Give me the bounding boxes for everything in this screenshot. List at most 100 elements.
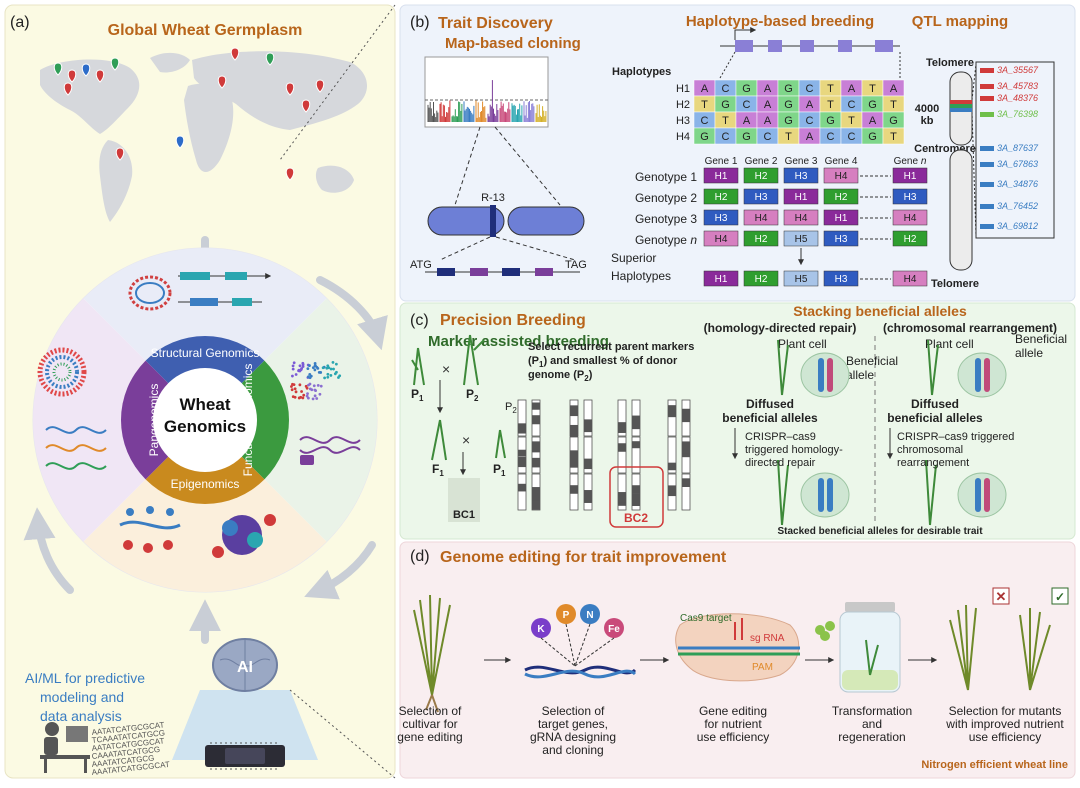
gene-header: Gene 4 bbox=[825, 156, 858, 167]
scatter-point bbox=[293, 387, 297, 391]
qtl-marker-label: 3A_67863 bbox=[997, 159, 1038, 169]
functional-scatter-plot bbox=[290, 360, 342, 401]
donor-segment bbox=[632, 493, 640, 506]
genotype-hap-cell bbox=[703, 209, 739, 226]
telomere-top: Telomere bbox=[926, 57, 974, 69]
map-pin-icon bbox=[53, 62, 63, 76]
reject-icon: ✕ bbox=[996, 589, 1007, 604]
reject-box bbox=[992, 587, 1010, 605]
genotype-hap-label: H3 bbox=[904, 192, 917, 203]
map-pin-icon bbox=[63, 82, 73, 96]
scatter-point bbox=[302, 393, 306, 397]
scatter-point bbox=[315, 397, 319, 400]
haplotype-breeding-title: Haplotype-based breeding bbox=[686, 13, 874, 30]
sector-epigenomics: Epigenomics bbox=[171, 477, 240, 491]
chromosome-bar bbox=[531, 436, 541, 474]
haplotype-name: H3 bbox=[676, 115, 690, 127]
select-text-line2: (P1) and smallest % of donor bbox=[528, 355, 678, 369]
nutrient-k: K bbox=[537, 624, 545, 635]
superior-hap-label: H3 bbox=[835, 274, 848, 285]
beneficial-crr-1: Beneficial bbox=[1015, 332, 1067, 346]
person-computer-icon bbox=[40, 722, 90, 773]
qtl-marker-label: 3A_76452 bbox=[997, 201, 1038, 211]
genomics-wheel bbox=[32, 247, 378, 593]
p1-label: P1 bbox=[411, 387, 424, 403]
crispr-hdr-1: CRISPR–cas9 bbox=[745, 431, 816, 443]
superior-hap-label: H5 bbox=[795, 274, 808, 285]
select-text-line3: genome (P2) bbox=[528, 369, 593, 383]
haplotype-base: A bbox=[806, 99, 814, 111]
nutrient-p: P bbox=[563, 610, 570, 621]
scatter-point bbox=[291, 382, 294, 386]
haplotype-base: T bbox=[827, 83, 834, 95]
step-caption-line: and cloning bbox=[542, 743, 603, 757]
qtl-marker-label: 3A_34876 bbox=[997, 179, 1038, 189]
step-caption-line: gRNA designing bbox=[530, 730, 616, 744]
superior-hap-cell bbox=[823, 270, 859, 287]
cross-symbol-1: × bbox=[442, 361, 450, 377]
connector-top bbox=[279, 4, 396, 161]
f1-label: F1 bbox=[432, 462, 444, 478]
cycle-arrows bbox=[23, 236, 388, 644]
genotype-hap-label: H4 bbox=[835, 171, 848, 182]
select-text-line1: Select recurrent parent markers bbox=[528, 341, 694, 353]
genotype-name: Genotype 3 bbox=[635, 212, 697, 226]
p2-label-grid: P2 bbox=[505, 401, 517, 415]
genotype-hap-label: H1 bbox=[904, 171, 917, 182]
structural-illustration bbox=[128, 272, 272, 311]
donor-segment bbox=[668, 405, 676, 418]
step-caption-line: Transformation bbox=[832, 704, 912, 718]
ai-label: AI bbox=[237, 659, 253, 676]
qtl-marker-bar bbox=[980, 146, 994, 151]
mab-title: Marker assisted breeding bbox=[428, 333, 609, 350]
scatter-point bbox=[329, 367, 333, 371]
haplotype-base: C bbox=[722, 83, 730, 95]
genotype-hap-label: H3 bbox=[715, 213, 728, 224]
sgrna-label: sg RNA bbox=[750, 633, 785, 644]
superior-hap-label: H4 bbox=[904, 274, 917, 285]
qtl-marker-bar bbox=[980, 84, 994, 89]
donor-segment bbox=[532, 402, 540, 410]
chromosome-bar bbox=[583, 399, 593, 437]
haplotype-base: C bbox=[701, 115, 709, 127]
accept-box bbox=[1051, 587, 1069, 605]
donor-segment bbox=[570, 424, 578, 438]
genotype-hap-label: H2 bbox=[835, 192, 848, 203]
pangenome-circos bbox=[37, 347, 107, 470]
haplotype-base: A bbox=[764, 99, 772, 111]
scatter-point bbox=[309, 374, 313, 378]
genotype-hap-label: H4 bbox=[904, 213, 917, 224]
scatter-point bbox=[325, 366, 329, 370]
genotype-hap-label: H4 bbox=[755, 213, 768, 224]
haplotype-base: G bbox=[784, 83, 793, 95]
scatter-point bbox=[291, 367, 295, 371]
step-caption-line: gene editing bbox=[397, 730, 462, 744]
map-pin-icon bbox=[115, 147, 125, 161]
scatter-point bbox=[317, 370, 321, 374]
panel-c-title: Precision Breeding bbox=[440, 312, 586, 329]
crispr-hdr-3: directed repair bbox=[745, 457, 816, 469]
haplotype-base: G bbox=[826, 115, 835, 127]
panel-a-title: Global Wheat Germplasm bbox=[108, 22, 303, 39]
qtl-marker-label: 3A_69812 bbox=[997, 221, 1038, 231]
genotype-hap-label: H3 bbox=[755, 192, 768, 203]
scatter-point bbox=[297, 369, 300, 373]
scatter-point bbox=[292, 361, 296, 365]
genotype-hap-cell bbox=[743, 230, 779, 247]
donor-segment bbox=[618, 443, 626, 452]
qtl-chromosome bbox=[949, 61, 1055, 271]
scatter-point bbox=[334, 362, 338, 366]
ai-text-line2: modeling and bbox=[40, 689, 124, 705]
panel-c-label: (c) bbox=[410, 312, 429, 329]
qtl-title: QTL mapping bbox=[912, 13, 1008, 30]
pam-label: PAM bbox=[752, 662, 773, 673]
gene-header: Gene n bbox=[894, 156, 927, 167]
panel-b-subtitle: Map-based cloning bbox=[445, 35, 581, 52]
scatter-point bbox=[306, 367, 310, 370]
scatter-point bbox=[306, 396, 310, 400]
qtl-marker-label: 3A_87637 bbox=[997, 143, 1039, 153]
haplotype-name: H2 bbox=[676, 99, 690, 111]
size-label-line2: kb bbox=[921, 115, 934, 127]
genotype-hap-cell bbox=[892, 209, 928, 226]
